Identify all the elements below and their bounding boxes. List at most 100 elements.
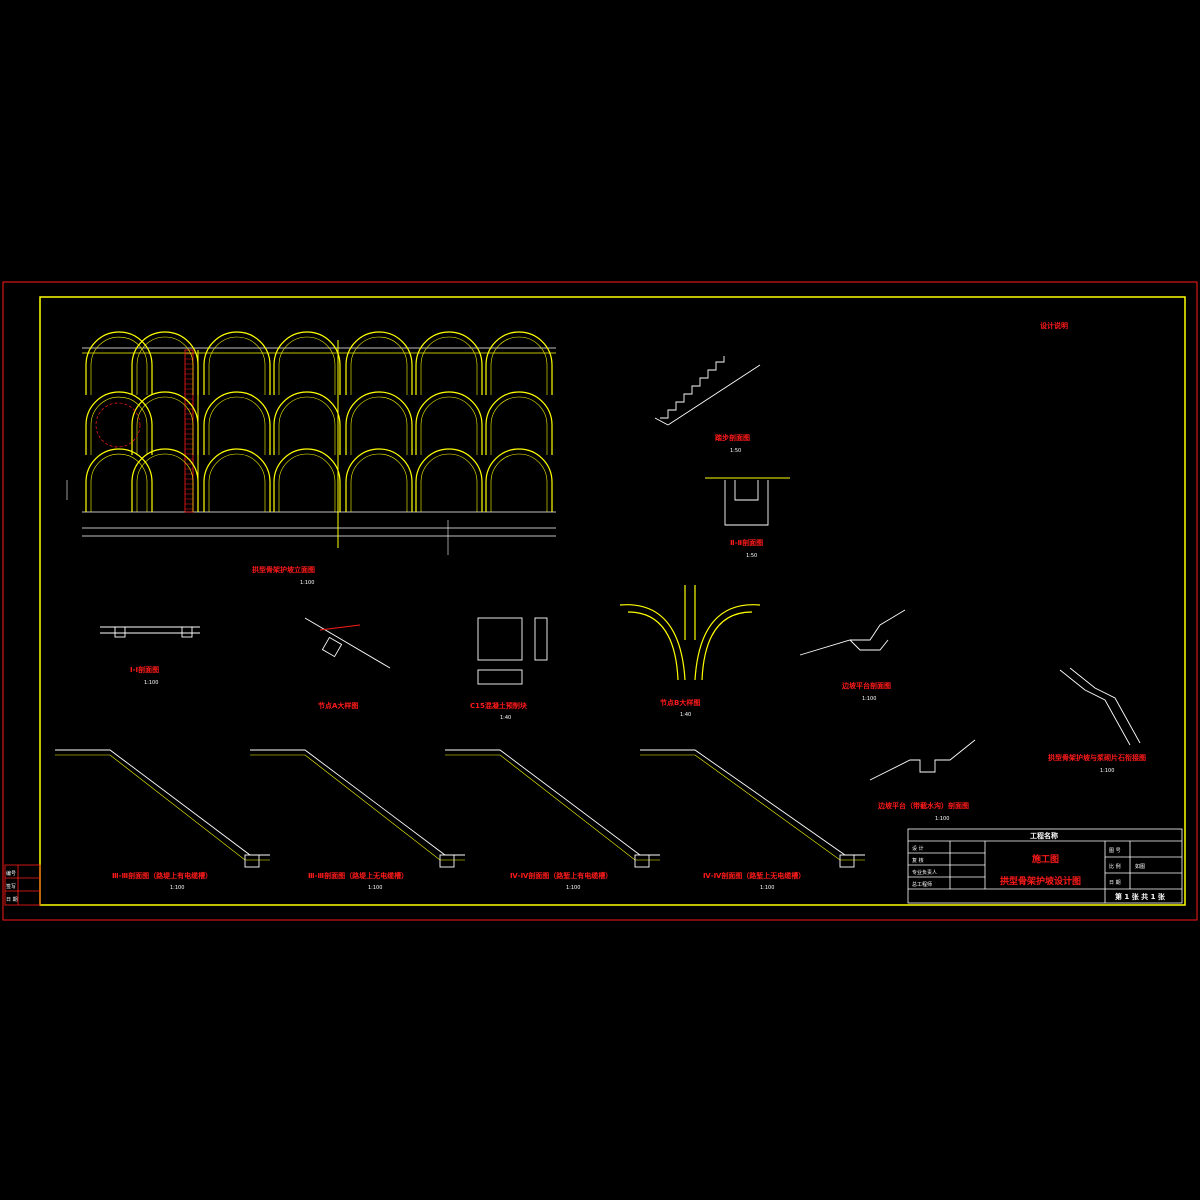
platform-section: [799, 609, 906, 656]
section-1-1: [100, 626, 200, 638]
arch-inner: [278, 396, 336, 455]
section2-title: Ⅱ-Ⅱ剖面图: [730, 538, 763, 547]
toe-ditch: [634, 854, 650, 868]
arch: [345, 391, 413, 455]
arch-inner: [490, 396, 548, 455]
arch-inner: [350, 396, 408, 455]
toe-ditch: [839, 854, 855, 868]
node-b: [619, 585, 761, 681]
tb-drawing-name: 拱型骨架护坡设计图: [1000, 875, 1081, 887]
slope-line: [250, 749, 465, 856]
toe-ditch: [439, 854, 455, 868]
arch-inner: [136, 453, 194, 512]
left-strip-1: 编号: [6, 870, 16, 877]
arch: [85, 448, 153, 512]
node-b-scale: 1:40: [680, 712, 691, 718]
slope-line-2: [55, 754, 270, 861]
bottom-sections: [55, 749, 865, 868]
arch-inner: [90, 396, 148, 455]
platform2-scale: 1:100: [935, 816, 949, 822]
section2-scale: 1:50: [746, 553, 757, 559]
section1-scale: 1:100: [144, 680, 158, 686]
node-a-title: 节点A大样图: [318, 701, 358, 710]
tb-row-2: 专业负责人: [912, 869, 937, 876]
sheet-inner-frame: [39, 296, 1186, 906]
arch-inner: [420, 336, 478, 395]
left-strip-2: 签写: [6, 883, 16, 890]
platform2-section: [869, 739, 976, 781]
slope-line: [445, 749, 660, 856]
arch: [345, 448, 413, 512]
slope-line-2: [640, 754, 865, 861]
arch: [415, 331, 483, 395]
slope-line-2: [445, 754, 660, 861]
tb-row-3: 总工程师: [912, 881, 932, 888]
tb-row-1: 复 核: [912, 857, 924, 864]
step-section: [654, 356, 761, 426]
tb-row-0: 设 计: [912, 845, 924, 852]
arch: [203, 331, 271, 395]
arch-inner: [350, 453, 408, 512]
sec-c-scale: 1:100: [566, 885, 580, 891]
tb-field-0: 图 号: [1109, 848, 1121, 854]
arch-inner: [350, 336, 408, 395]
arch: [131, 331, 199, 395]
arch-inner: [136, 336, 194, 395]
precast-block: [477, 617, 548, 685]
arch: [415, 391, 483, 455]
step-scale: 1:50: [730, 448, 741, 454]
elevation-view: [66, 331, 556, 555]
arch: [203, 391, 271, 455]
sec-b-title: Ⅲ-Ⅲ剖面图（路堤上无电缆槽）: [308, 871, 408, 880]
section-2-2: [705, 477, 790, 526]
joint-title: 拱型骨架护坡与浆砌片石衔接图: [1048, 753, 1146, 762]
arch-inner: [490, 453, 548, 512]
arch-inner: [208, 396, 266, 455]
elevation-scale: 1:100: [300, 580, 314, 586]
left-strip-3: 日 期: [6, 897, 18, 903]
sec-d-title: Ⅳ-Ⅳ剖面图（路堑上无电缆槽）: [703, 871, 805, 880]
arch: [131, 448, 199, 512]
project-label: 工程名称: [1030, 831, 1058, 840]
node-a: [304, 617, 391, 669]
tb-sheet: 第 1 张 共 1 张: [1115, 892, 1166, 901]
arch-inner: [90, 453, 148, 512]
precast-scale: 1:40: [500, 715, 511, 721]
tb-stage: 施工图: [1032, 853, 1059, 865]
arch-inner: [90, 336, 148, 395]
arch: [345, 331, 413, 395]
arch-inner: [278, 336, 336, 395]
arch: [273, 448, 341, 512]
platform2-title: 边坡平台（带截水沟）剖面图: [877, 801, 969, 810]
arch-inner: [208, 336, 266, 395]
arch-inner: [490, 336, 548, 395]
joint-scale: 1:100: [1100, 768, 1114, 774]
arch: [415, 448, 483, 512]
step-title: 踏步剖面图: [715, 433, 750, 442]
sec-b-scale: 1:100: [368, 885, 382, 891]
arch-inner: [136, 396, 194, 455]
arch: [485, 331, 553, 395]
arch-inner: [420, 396, 478, 455]
arch: [485, 448, 553, 512]
tb-field-2: 日 期: [1109, 880, 1121, 886]
arch: [131, 391, 199, 455]
arch: [203, 448, 271, 512]
tb-field-1: 比 例: [1109, 863, 1121, 870]
arch-inner: [278, 453, 336, 512]
slope-line: [640, 749, 865, 856]
arch: [273, 391, 341, 455]
slope-line: [55, 749, 270, 856]
platform-scale: 1:100: [862, 696, 876, 702]
platform-title: 边坡平台剖面图: [841, 681, 891, 690]
section1-title: Ⅰ-Ⅰ剖面图: [130, 665, 159, 674]
left-strip: [4, 864, 41, 906]
sec-a-title: Ⅲ-Ⅲ剖面图（路堤上有电缆槽）: [112, 871, 212, 880]
arch: [85, 331, 153, 395]
arch-inner: [208, 453, 266, 512]
arch-inner: [420, 453, 478, 512]
sec-d-scale: 1:100: [760, 885, 774, 891]
notes-heading: 设计说明: [1040, 321, 1068, 330]
precast-title: C15混凝土预制块: [470, 701, 528, 710]
